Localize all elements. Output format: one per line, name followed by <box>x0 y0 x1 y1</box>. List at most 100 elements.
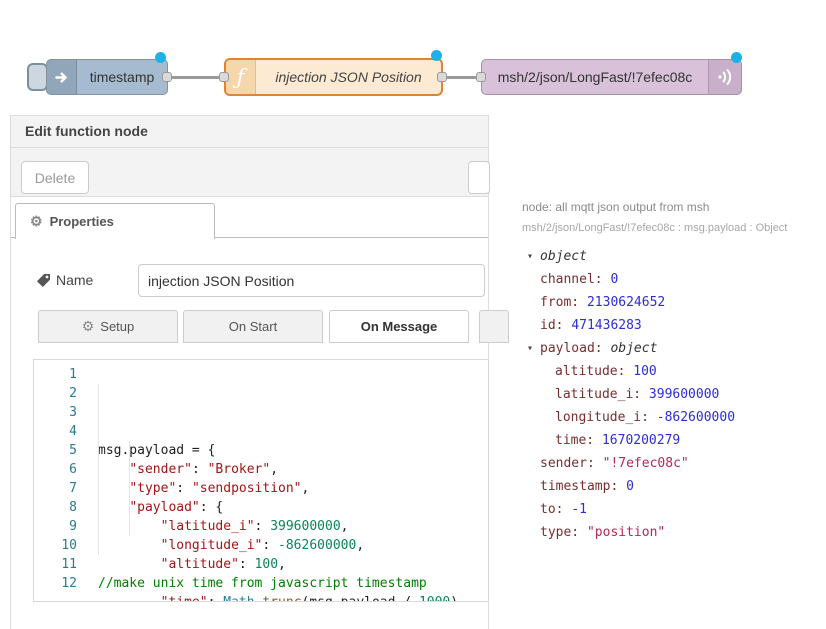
debug-object-label: object <box>540 249 587 264</box>
debug-row: ▾ object <box>520 245 826 268</box>
mqtt-input-port[interactable] <box>476 72 486 82</box>
code-line[interactable]: msg.payload = { <box>98 443 216 458</box>
on-start-tab-label: On Start <box>228 319 278 334</box>
debug-row: from: 2130624652 <box>520 291 826 314</box>
line-number: 6 <box>69 462 77 477</box>
code-line[interactable]: "type": "sendposition", <box>129 481 310 496</box>
debug-key: type: <box>540 525 587 540</box>
inject-trigger-button[interactable] <box>27 63 48 91</box>
debug-sidebar: node: all mqtt json output from msh msh/… <box>520 200 826 544</box>
debug-key: channel: <box>540 272 611 287</box>
line-number: 9 <box>69 519 77 534</box>
line-number: 8 <box>69 500 77 515</box>
debug-key: altitude: <box>555 364 634 379</box>
delete-button[interactable]: Delete <box>21 161 89 194</box>
tab-clipped[interactable] <box>479 310 509 343</box>
code-area[interactable]: msg.payload = { "sender": "Broker", "typ… <box>90 360 488 601</box>
debug-topic-line: msh/2/json/LongFast/!7efec08c : msg.payl… <box>522 222 788 234</box>
debug-value: "position" <box>586 525 666 540</box>
debug-key: time: <box>555 433 602 448</box>
line-number: 7 <box>69 481 77 496</box>
mqtt-node-label: msh/2/json/LongFast/!7efec08c <box>497 69 693 85</box>
debug-value: -862600000 <box>656 410 736 425</box>
debug-key: from: <box>540 295 587 310</box>
line-number: 4 <box>69 424 77 439</box>
on-message-tab-label: On Message <box>360 319 438 334</box>
name-label: Name <box>56 272 94 288</box>
line-number: 5 <box>69 443 77 458</box>
mqtt-out-node[interactable]: msh/2/json/LongFast/!7efec08c <box>481 59 742 95</box>
function-node[interactable]: ƒ injection JSON Position <box>224 58 443 96</box>
wire-inject-to-function[interactable] <box>167 76 224 79</box>
debug-value: 0 <box>626 479 634 494</box>
tag-icon <box>36 273 51 293</box>
debug-key: longitude_i: <box>555 410 657 425</box>
indent-guide <box>129 441 130 536</box>
code-line[interactable]: "time": Math.trunc(msg.payload / 1000) <box>98 593 488 601</box>
inject-node[interactable]: timestamp <box>46 59 168 95</box>
function-output-port[interactable] <box>437 72 447 82</box>
code-line[interactable]: "longitude_i": -862600000, <box>160 538 365 553</box>
debug-row: time: 1670200279 <box>520 429 826 452</box>
debug-row: latitude_i: 399600000 <box>520 383 826 406</box>
collapse-caret-icon[interactable]: ▾ <box>527 343 534 354</box>
gear-icon: ⚙ <box>81 318 95 334</box>
debug-value: -1 <box>571 502 587 517</box>
debug-key: sender: <box>540 456 603 471</box>
tab-on-start[interactable]: On Start <box>183 310 323 343</box>
debug-row: timestamp: 0 <box>520 475 826 498</box>
mqtt-changed-dot <box>731 52 742 63</box>
inject-arrow-icon <box>47 60 77 94</box>
debug-row: channel: 0 <box>520 268 826 291</box>
wire-function-to-mqtt[interactable] <box>442 76 482 79</box>
indent-guide <box>98 384 99 555</box>
mqtt-broadcast-icon <box>708 60 741 94</box>
debug-row: id: 471436283 <box>520 314 826 337</box>
inject-node-label: timestamp <box>89 69 155 85</box>
name-field-row: Name <box>11 264 488 298</box>
collapse-caret-icon[interactable]: ▾ <box>527 251 534 262</box>
edit-function-node-dialog: Edit function node Delete ⚙ Properties N… <box>10 115 509 629</box>
debug-row: ▾ payload: object <box>520 337 826 360</box>
debug-object-label: object <box>610 341 658 356</box>
debug-value: "!7efec08c" <box>602 456 689 471</box>
dialog-button-row: Delete <box>11 148 490 197</box>
tab-on-message[interactable]: On Message <box>329 310 469 343</box>
debug-value: 100 <box>633 364 657 379</box>
line-number: 12 <box>61 576 77 591</box>
inject-output-port[interactable] <box>162 72 172 82</box>
debug-value: 471436283 <box>571 318 642 333</box>
debug-key: to: <box>540 502 572 517</box>
code-line[interactable]: "altitude": 100, <box>160 557 286 572</box>
name-input[interactable] <box>138 264 485 297</box>
debug-row: longitude_i: -862600000 <box>520 406 826 429</box>
line-number: 3 <box>69 405 77 420</box>
line-number: 1 <box>69 367 77 382</box>
gear-icon: ⚙ <box>30 213 43 229</box>
debug-value: 2130624652 <box>586 295 666 310</box>
debug-value: 399600000 <box>648 387 720 402</box>
code-line[interactable]: "payload": { <box>129 500 224 515</box>
code-line[interactable]: "sender": "Broker", <box>129 462 279 477</box>
clipped-action-button[interactable] <box>468 161 490 194</box>
tab-setup[interactable]: ⚙ Setup <box>38 310 178 343</box>
code-line[interactable]: //make unix time from javascript timesta… <box>98 576 427 591</box>
code-line[interactable]: "latitude_i": 399600000, <box>160 519 349 534</box>
dialog-title: Edit function node <box>11 116 488 148</box>
setup-tab-label: Setup <box>100 319 135 334</box>
debug-key: payload: <box>540 341 611 356</box>
function-editor-tabs: ⚙ Setup On Start On Message <box>11 310 509 343</box>
function-node-label: injection JSON Position <box>275 69 422 85</box>
inject-changed-dot <box>155 52 166 63</box>
line-number: 10 <box>61 538 77 553</box>
debug-node-name: node: all mqtt json output from msh <box>522 200 710 214</box>
tab-properties[interactable]: ⚙ Properties <box>15 203 215 239</box>
function-f-icon: ƒ <box>226 60 256 94</box>
debug-row: sender: "!7efec08c" <box>520 452 826 475</box>
debug-value: 0 <box>610 272 619 287</box>
function-input-port[interactable] <box>219 72 229 82</box>
debug-row: to: -1 <box>520 498 826 521</box>
